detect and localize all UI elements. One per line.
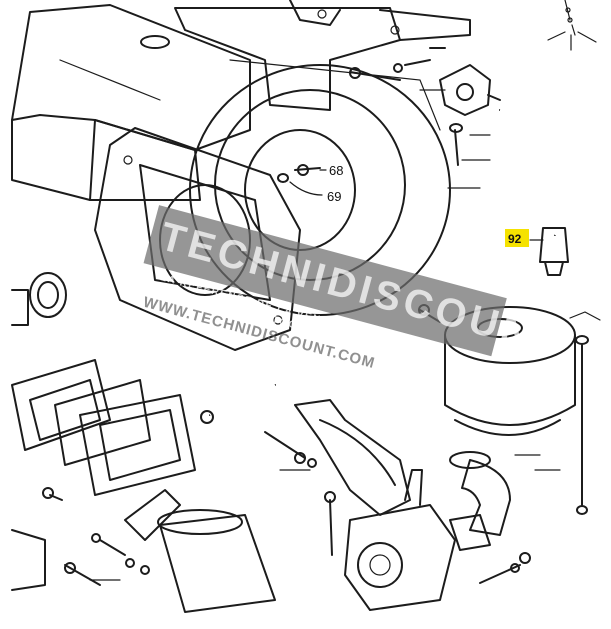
bolt-left — [42, 487, 63, 501]
muffler — [124, 489, 276, 613]
fuel-filter-92: 92 — [505, 227, 569, 276]
seal-ring-left — [11, 272, 67, 326]
top-rail-bracket — [174, 0, 471, 111]
elbow-pipe — [449, 451, 511, 536]
callout-68: 68 — [329, 163, 343, 178]
intake-manifold — [294, 399, 411, 516]
top-cover-plate — [11, 4, 251, 201]
washer-69: 69 — [277, 173, 341, 204]
watermark-band — [143, 205, 507, 357]
gasket-stack — [11, 359, 196, 496]
callout-92-highlight — [505, 229, 529, 247]
callout-92: 92 — [508, 232, 522, 246]
fuel-tap — [439, 64, 501, 116]
long-rod — [569, 311, 601, 515]
intake-tube — [200, 382, 277, 424]
carburetor — [344, 469, 491, 611]
blower-housing — [189, 59, 451, 316]
watermark: TECHNIDISCOUNT LA REFERENCE DE LA VENTE … — [141, 205, 567, 372]
fuel-hose — [499, 105, 594, 238]
chain-hook — [547, 0, 597, 51]
callout-69: 69 — [327, 189, 341, 204]
leader-lines — [89, 89, 561, 581]
screw-68: 68 — [294, 163, 343, 178]
bolt-set-top — [349, 47, 491, 166]
